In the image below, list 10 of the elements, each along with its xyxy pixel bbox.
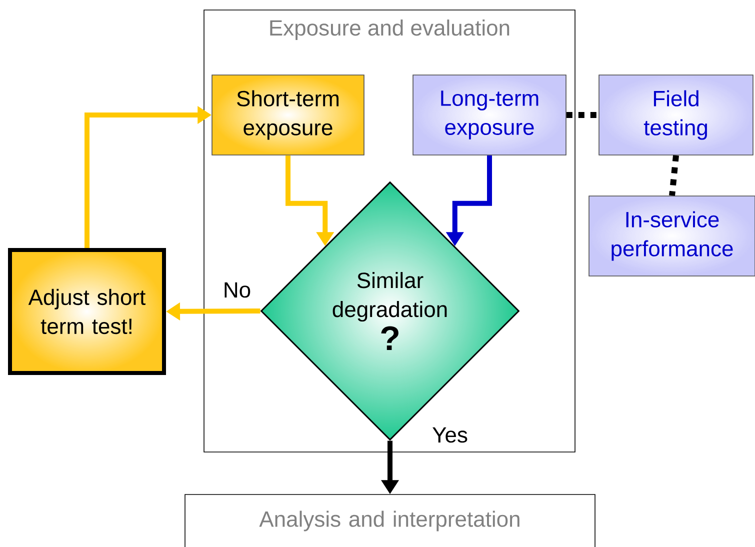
process-box: In-service performance <box>588 196 755 276</box>
process-box: Adjust short term test! <box>8 248 166 375</box>
process-box: Long-term exposure <box>412 74 566 156</box>
process-box: Short-term exposure <box>212 74 364 156</box>
connector <box>669 155 679 196</box>
process-box: Field testing <box>598 74 754 156</box>
process-box: Analysis and interpretation <box>184 494 596 547</box>
edge-label: Yes <box>431 426 469 444</box>
connector <box>566 112 599 118</box>
edge-label: No <box>222 281 252 299</box>
